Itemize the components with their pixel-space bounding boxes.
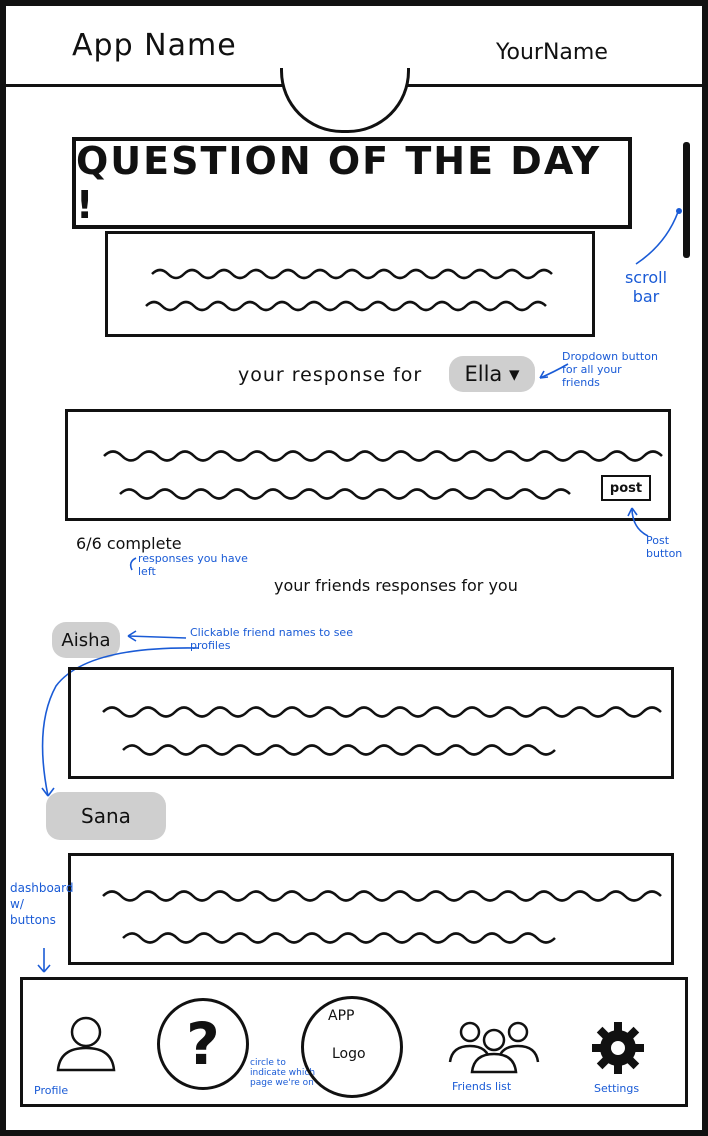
friend-name-label: Aisha: [61, 629, 111, 651]
question-page-button[interactable]: ?: [157, 998, 249, 1090]
friend-response-scribble: [102, 890, 662, 944]
dashboard-bar: [20, 977, 688, 1107]
response-label: your response for: [238, 364, 423, 386]
clickable-annotation-arrow: [127, 630, 187, 642]
friend-dropdown[interactable]: Ella ▾: [449, 356, 535, 392]
settings-gear-icon[interactable]: [588, 1018, 648, 1078]
question-title: QUESTION OF THE DAY !: [76, 139, 602, 227]
question-text-box: [105, 231, 595, 337]
friend-response-box-aisha: [68, 667, 674, 779]
response-input-box[interactable]: [65, 409, 671, 521]
friend-response-scribble: [102, 706, 662, 756]
question-mark-icon: ?: [186, 1010, 220, 1078]
responses-complete-count: 6/6 complete: [76, 534, 182, 553]
complete-annotation: responses you have left: [138, 552, 248, 578]
dropdown-annotation: Dropdown button for all your friends: [562, 350, 658, 389]
app-logo-text-bottom: Logo: [332, 1046, 366, 1062]
complete-annotation-arrow: [129, 557, 137, 571]
app-logo-button[interactable]: [301, 996, 403, 1098]
friends-list-annotation: Friends list: [452, 1080, 512, 1093]
dashboard-annotation-arrow: [37, 948, 51, 973]
friend-name-aisha[interactable]: Aisha: [52, 622, 120, 658]
post-button-label: post: [609, 480, 643, 496]
friend-name-label: Sana: [81, 804, 131, 828]
clickable-annotation: Clickable friend names to see profiles: [190, 626, 353, 652]
scrollbar[interactable]: [683, 142, 690, 258]
friends-responses-label: your friends responses for you: [274, 576, 518, 595]
friends-list-icon[interactable]: [446, 1018, 542, 1078]
post-annotation: Post button: [646, 534, 683, 560]
friend-dropdown-value: Ella ▾: [464, 362, 520, 386]
friend-name-sana[interactable]: Sana: [46, 792, 166, 840]
dropdown-annotation-arrow: [539, 363, 569, 379]
header-notch: [280, 68, 410, 133]
settings-annotation: Settings: [594, 1082, 640, 1095]
app-name: App Name: [72, 28, 237, 63]
user-name-link[interactable]: YourName: [496, 40, 608, 65]
dashboard-annotation: dashboard w/ buttons: [10, 881, 74, 927]
scrollbar-annotation: scroll bar: [624, 268, 668, 306]
question-title-box: QUESTION OF THE DAY !: [72, 137, 632, 229]
response-scribble: [103, 450, 663, 500]
post-annotation-arrow: [627, 507, 649, 537]
clickable-annotation-curve: [41, 647, 199, 797]
app-logo-text-top: APP: [328, 1008, 355, 1024]
friend-response-box-sana: [68, 853, 674, 965]
scrollbar-annotation-arrow: [635, 208, 682, 265]
post-button[interactable]: post: [601, 475, 651, 501]
profile-annotation: Profile: [34, 1084, 69, 1097]
question-text-scribble: [145, 268, 553, 312]
circle-annotation: circle to indicate which page we're on: [250, 1058, 316, 1088]
profile-icon[interactable]: [50, 1012, 122, 1076]
